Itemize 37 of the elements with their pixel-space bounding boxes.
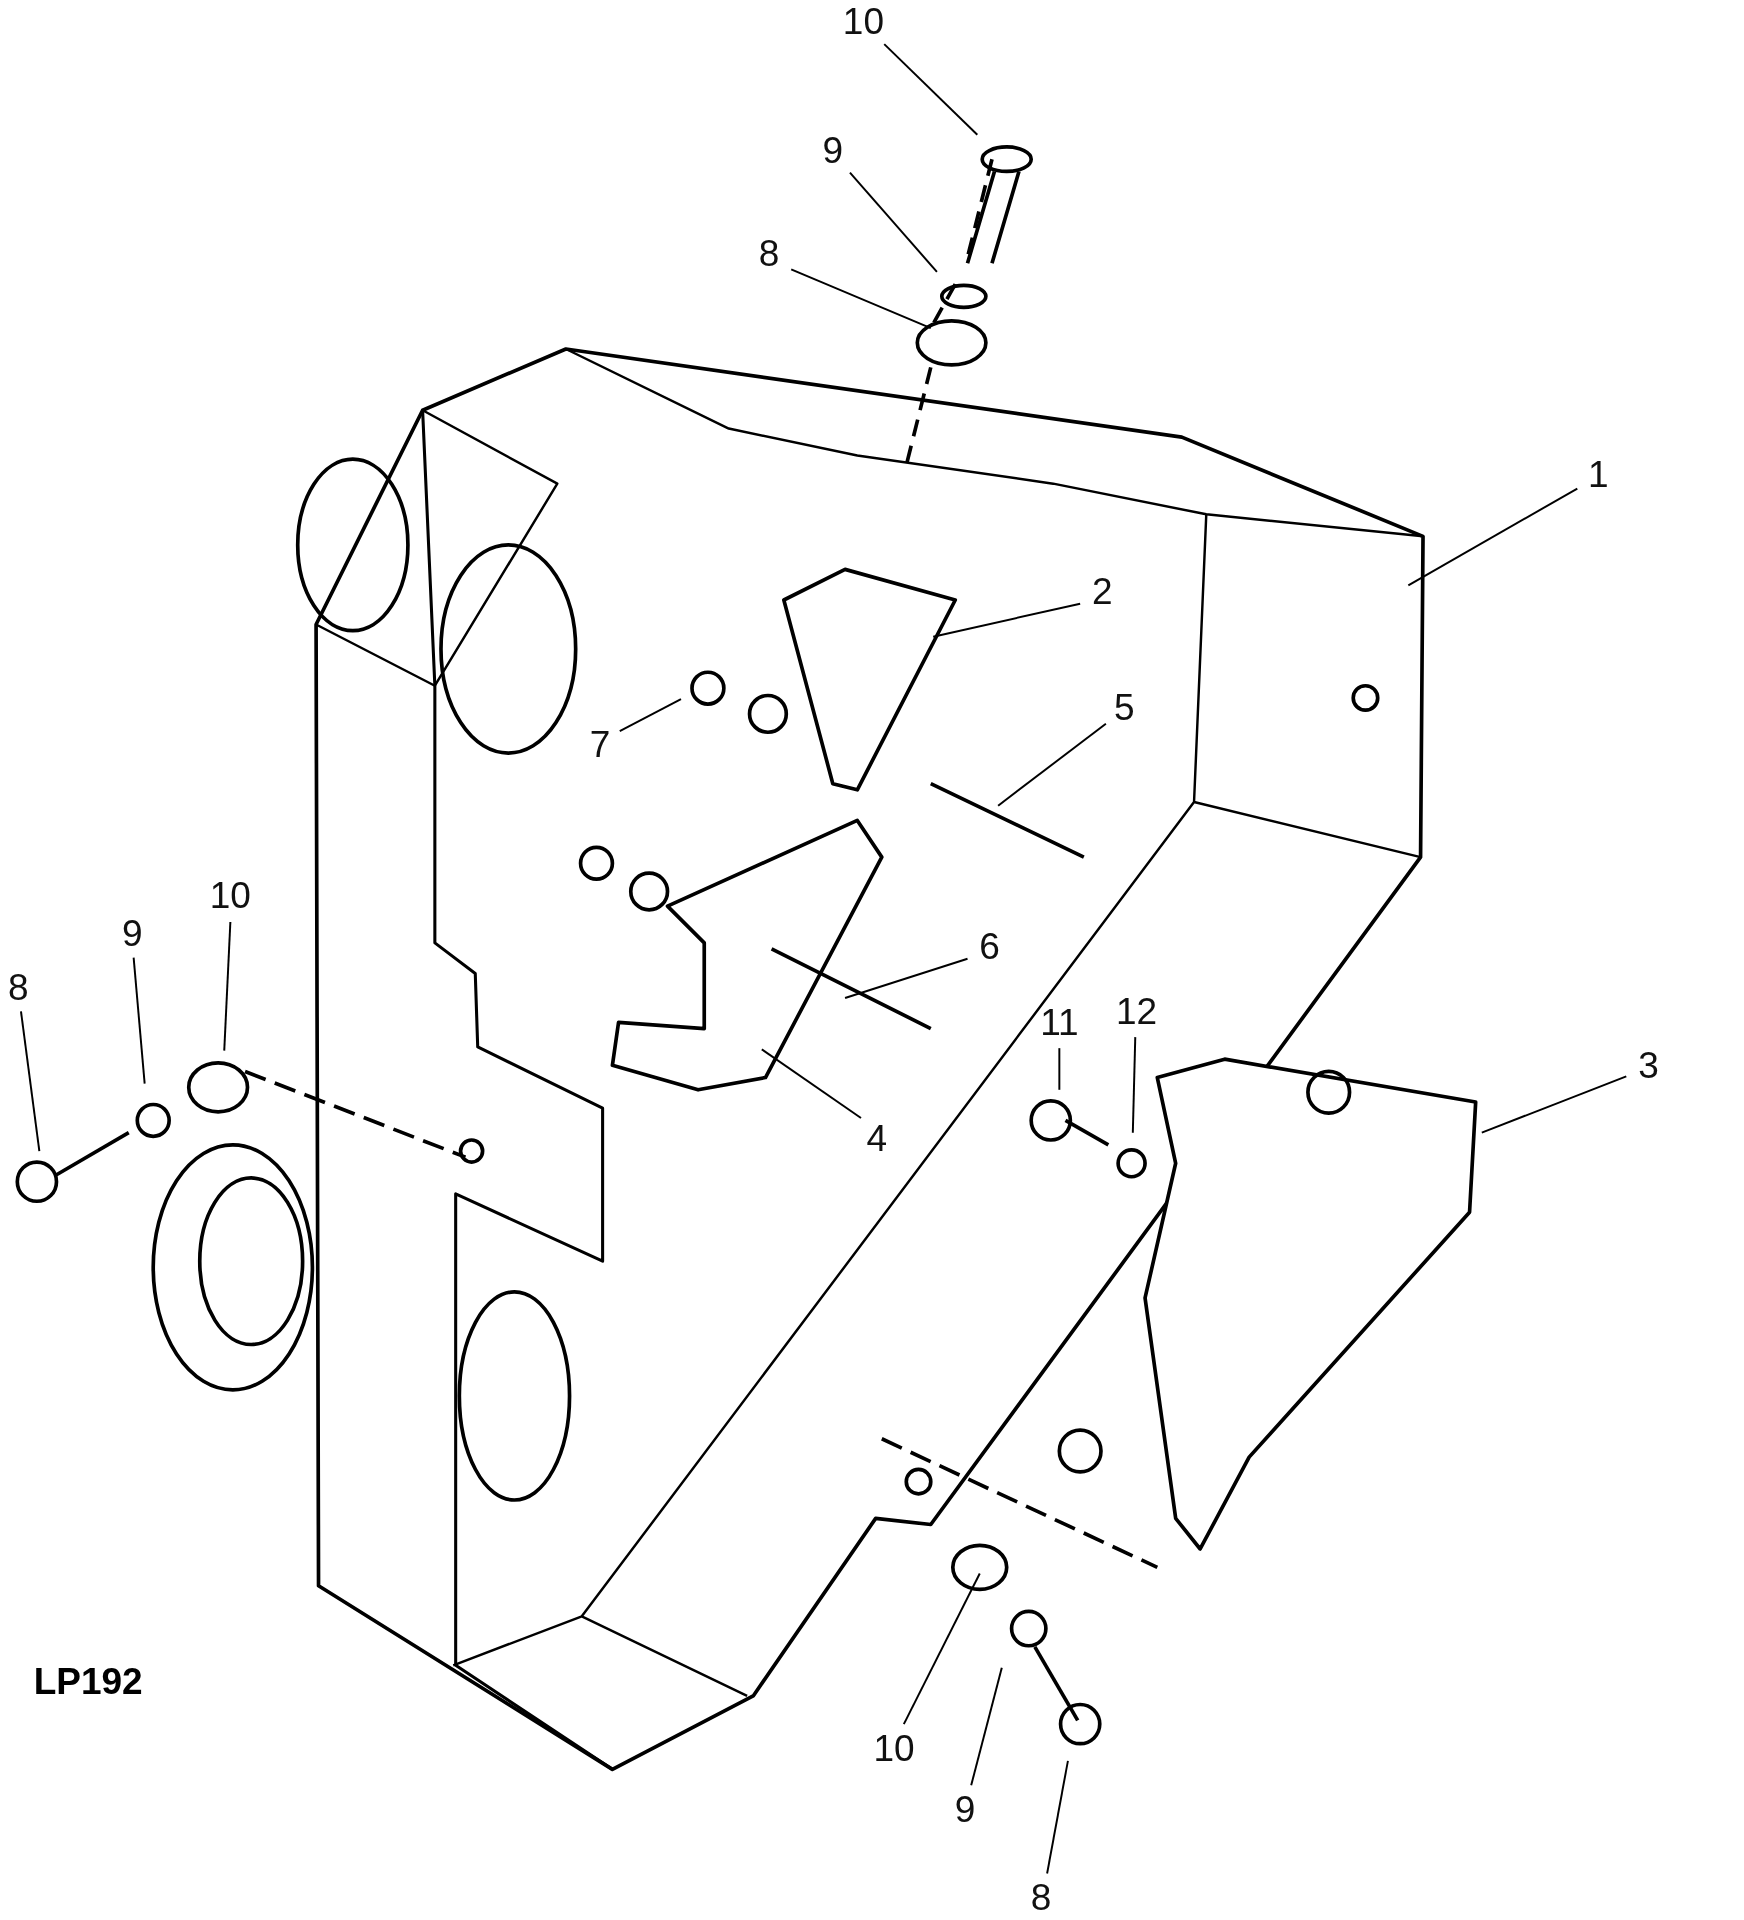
leader-line — [223, 921, 232, 1052]
callout-number: 3 — [1636, 1045, 1661, 1086]
leader-line — [1131, 1036, 1137, 1134]
callout-number: 8 — [756, 233, 782, 274]
leader-line — [970, 1666, 1003, 1787]
leader-line — [997, 722, 1107, 807]
leader-line — [1407, 487, 1579, 587]
leader-line — [132, 956, 146, 1085]
callout-number: 10 — [207, 876, 253, 917]
leader-line — [849, 171, 938, 273]
callout-number: 12 — [1113, 991, 1160, 1032]
drawing-reference: LP192 — [33, 1660, 143, 1703]
leader-line — [1058, 1047, 1061, 1091]
leader-line — [760, 1048, 862, 1119]
callout-number: 7 — [587, 724, 613, 765]
callout-number: 8 — [1028, 1878, 1054, 1919]
callout-number: 8 — [6, 968, 31, 1009]
leader-line — [1480, 1075, 1628, 1134]
callout-number: 9 — [820, 130, 846, 171]
callout-number: 9 — [120, 914, 145, 955]
callout-number: 5 — [1112, 687, 1137, 728]
leader-line — [932, 602, 1082, 638]
callout-number: 2 — [1089, 571, 1115, 612]
callout-number: 11 — [1038, 1002, 1081, 1043]
leader-line — [790, 268, 932, 330]
callout-number: 10 — [871, 1728, 917, 1769]
callout-number: 4 — [864, 1119, 890, 1159]
callout-number: 9 — [952, 1790, 978, 1831]
callout-number: 6 — [977, 926, 1002, 967]
leader-line — [618, 698, 682, 732]
leader-line — [1046, 1759, 1069, 1875]
leader-line — [902, 1572, 981, 1726]
callout-number: 1 — [1585, 455, 1611, 496]
leader-line — [883, 43, 979, 136]
leader-line — [20, 1010, 41, 1152]
leader-line — [844, 957, 969, 999]
callout-number: 10 — [840, 2, 886, 43]
